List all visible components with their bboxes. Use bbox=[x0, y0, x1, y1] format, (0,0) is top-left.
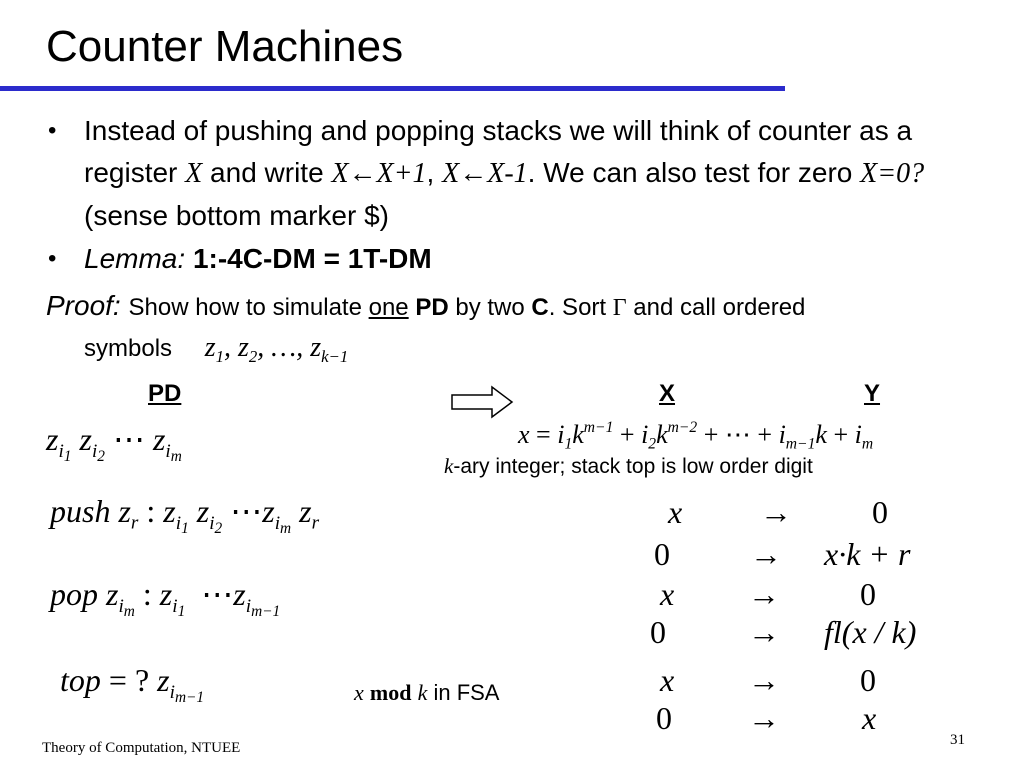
gamma-symbol: Γ bbox=[612, 295, 627, 321]
pd-stack-content: zi1 zi2 ⋯ zim bbox=[46, 421, 182, 465]
transition-to: fl(x / k) bbox=[824, 614, 917, 650]
footer-course: Theory of Computation, NTUEE bbox=[42, 740, 241, 756]
mod-note: x mod k in FSA bbox=[354, 680, 499, 706]
bullet1-text: and write bbox=[202, 157, 332, 188]
push-label: push bbox=[50, 493, 111, 529]
math-zero-test: X=0? bbox=[860, 158, 925, 189]
arrow-right-icon: → bbox=[748, 700, 780, 736]
transition-to: 0 bbox=[872, 494, 888, 530]
math-increment: X←X+1 bbox=[331, 158, 427, 189]
bullet1-text: . We can also test for zero bbox=[527, 157, 861, 188]
transition-to: 0 bbox=[860, 576, 876, 612]
bullet-dot: • bbox=[48, 245, 57, 272]
title-divider bbox=[0, 86, 785, 91]
transition-from: x bbox=[660, 662, 675, 698]
page-number: 31 bbox=[950, 732, 965, 748]
bullet1-text: Instead of pushing and popping stacks we… bbox=[84, 115, 913, 188]
proof-line: Proof: Show how to simulate one PD by tw… bbox=[46, 290, 805, 322]
symbols-math: z1, z2, …, zk−1 bbox=[204, 332, 349, 366]
mod-k: k bbox=[417, 680, 428, 705]
arrow-right-icon: → bbox=[748, 576, 780, 612]
proof-label: Proof: bbox=[46, 290, 121, 321]
arrow-right-icon: → bbox=[760, 494, 792, 530]
top-rule: top = ? zim−1 bbox=[60, 662, 205, 706]
proof-text: . Sort bbox=[548, 294, 613, 321]
lemma-statement: 1:-4C-DM = 1T-DM bbox=[192, 243, 432, 274]
transition-from: 0 bbox=[654, 536, 670, 572]
transition-from: x bbox=[660, 576, 675, 612]
pop-rule: pop zim : zi1 ⋯zim−1 bbox=[50, 576, 281, 620]
mod-operator: mod bbox=[369, 680, 412, 705]
mod-text: in FSA bbox=[427, 680, 500, 705]
transition-from: x bbox=[668, 494, 683, 530]
transition-to: x bbox=[862, 700, 877, 736]
mod-x: x bbox=[354, 680, 364, 705]
x-formula: x = i1km−1 + i2km−2 + ⋯ + im−1k + im bbox=[518, 419, 874, 453]
proof-pd: PD bbox=[415, 294, 449, 321]
arrow-right-icon: → bbox=[748, 662, 780, 698]
math-decrement: X←X-1 bbox=[442, 158, 528, 189]
kary-text: -ary integer; stack top is low order dig… bbox=[453, 455, 813, 478]
proof-text: and call ordered bbox=[626, 294, 806, 321]
arrow-right-icon: → bbox=[750, 536, 782, 572]
implies-arrow-icon bbox=[451, 385, 514, 419]
proof-symbols-label: symbols bbox=[84, 335, 173, 362]
bullet1-text: (sense bottom marker $) bbox=[84, 200, 389, 231]
bullet1-text: , bbox=[426, 157, 443, 188]
transition-from: 0 bbox=[650, 614, 666, 650]
header-y: Y bbox=[864, 380, 881, 407]
proof-line-2: symbols z1, z2, …, zk−1 bbox=[84, 332, 349, 366]
proof-text: by two bbox=[448, 294, 532, 321]
transition-to: 0 bbox=[860, 662, 876, 698]
kary-k: k bbox=[444, 454, 454, 478]
arrow-right-icon: → bbox=[748, 614, 780, 650]
lemma-label: Lemma: bbox=[84, 243, 186, 274]
top-label: top bbox=[60, 662, 101, 698]
proof-c: C bbox=[531, 294, 549, 321]
bullet-counter-register: Instead of pushing and popping stacks we… bbox=[84, 110, 984, 237]
kary-note: k-ary integer; stack top is low order di… bbox=[444, 454, 813, 479]
header-x: X bbox=[659, 380, 676, 407]
header-pd: PD bbox=[148, 380, 182, 407]
transition-to: x·k + r bbox=[824, 536, 911, 572]
bullet-dot: • bbox=[48, 117, 57, 144]
push-rule: push zr : zi1 zi2 ⋯zim zr bbox=[50, 493, 320, 537]
proof-one: one bbox=[368, 294, 409, 321]
page-title: Counter Machines bbox=[46, 22, 404, 71]
transition-from: 0 bbox=[656, 700, 672, 736]
pop-label: pop bbox=[50, 576, 98, 612]
var-x: X bbox=[185, 158, 203, 189]
bullet-lemma: Lemma: 1:-4C-DM = 1T-DM bbox=[84, 238, 432, 280]
proof-text: Show how to simulate bbox=[128, 294, 369, 321]
